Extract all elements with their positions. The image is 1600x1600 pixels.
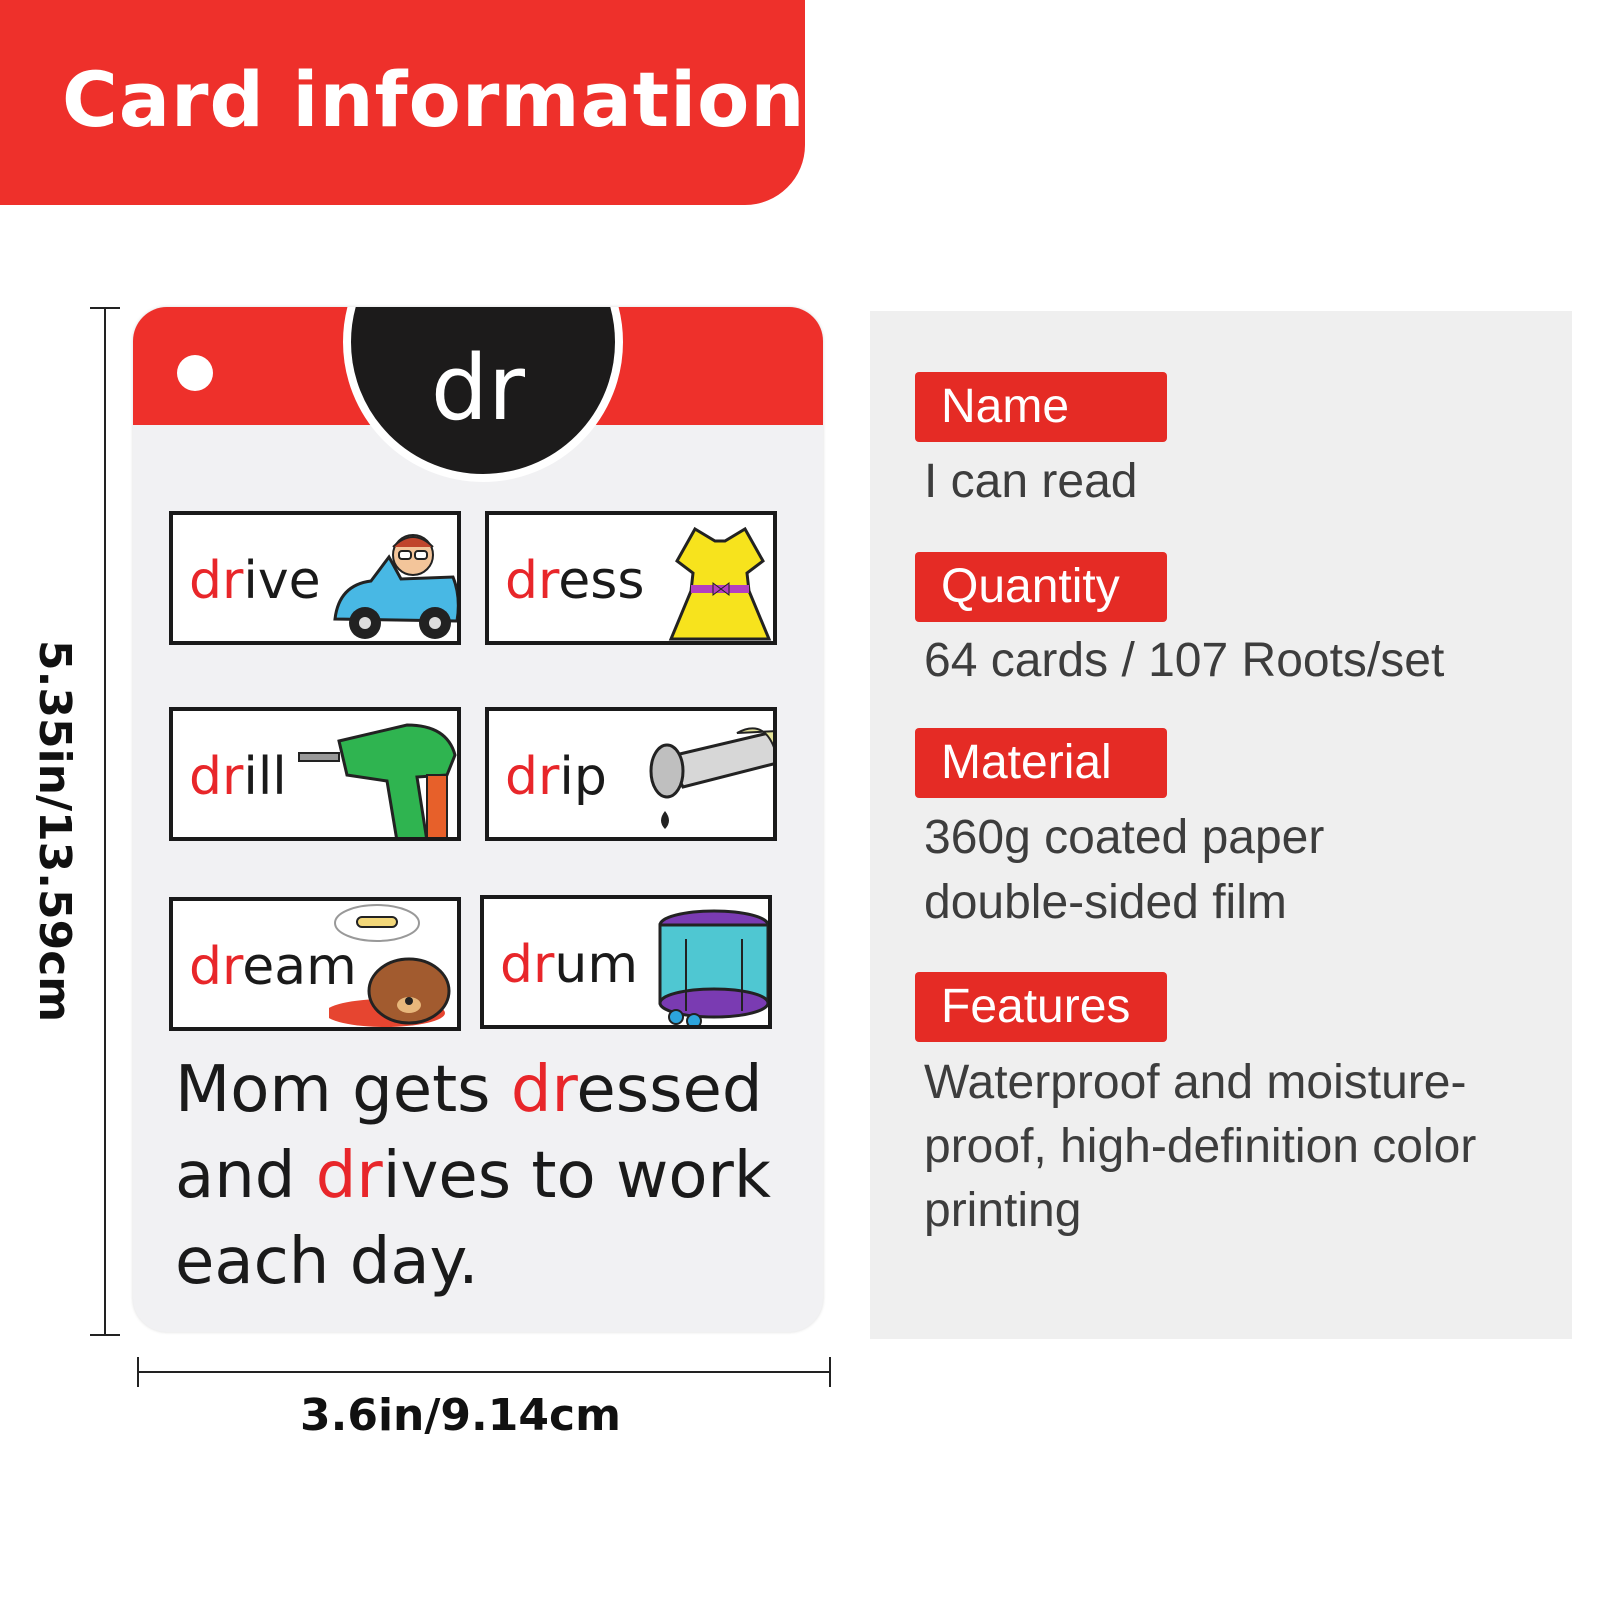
drill-icon <box>298 723 457 837</box>
name-label-badge: Name <box>915 372 1167 442</box>
drum-icon <box>658 909 768 1025</box>
word-drum: drum <box>500 935 639 995</box>
width-dimension-line <box>138 1371 830 1373</box>
sentence-line-2: and drives to work <box>175 1139 771 1213</box>
word-box-drum: drum <box>480 895 772 1029</box>
height-dimension-cap-bottom <box>90 1334 120 1336</box>
dog-dream-icon <box>329 904 451 1027</box>
material-label: Material <box>941 736 1112 789</box>
word-box-dream: dream <box>169 897 461 1031</box>
features-value-line-3: printing <box>924 1184 1082 1237</box>
word-drill: drill <box>189 747 287 807</box>
card-sentence: Mom gets dressed and drives to work each… <box>175 1047 805 1305</box>
sentence-line-1: Mom gets dressed <box>175 1053 763 1127</box>
word-drive: drive <box>189 551 321 611</box>
quantity-label: Quantity <box>941 560 1120 613</box>
quantity-label-badge: Quantity <box>915 552 1167 622</box>
dress-icon <box>668 526 772 641</box>
width-dimension-cap-right <box>829 1357 831 1387</box>
material-label-badge: Material <box>915 728 1167 798</box>
features-label: Features <box>941 980 1131 1033</box>
width-dimension-label: 3.6in/9.14cm <box>300 1390 621 1441</box>
word-box-drill: drill <box>169 707 461 841</box>
flash-card: dr drive dress drill drip <box>133 307 823 1332</box>
word-box-drip: drip <box>485 707 777 841</box>
word-drip: drip <box>505 747 607 807</box>
info-panel: Name I can read Quantity 64 cards / 107 … <box>870 311 1572 1339</box>
name-value: I can read <box>924 455 1138 508</box>
material-value-line-1: 360g coated paper <box>924 811 1325 864</box>
car-icon <box>333 534 457 639</box>
faucet-icon <box>649 727 773 829</box>
features-value-line-2: proof, high-definition color <box>924 1120 1477 1173</box>
card-blend-letters: dr <box>430 336 526 441</box>
card-ring-hole <box>177 355 213 391</box>
word-dress: dress <box>505 551 645 611</box>
header-banner: Card information <box>0 0 805 205</box>
quantity-value: 64 cards / 107 Roots/set <box>924 634 1445 687</box>
word-box-dress: dress <box>485 511 777 645</box>
page-title: Card information <box>62 55 806 144</box>
material-value-line-2: double-sided film <box>924 876 1287 929</box>
height-dimension-label: 5.35in/13.59cm <box>29 640 80 1023</box>
word-box-drive: drive <box>169 511 461 645</box>
features-value-line-1: Waterproof and moisture- <box>924 1056 1467 1109</box>
sentence-line-3: each day. <box>175 1225 479 1299</box>
word-dream: dream <box>189 937 357 997</box>
height-dimension-line <box>104 308 106 1336</box>
name-label: Name <box>941 380 1070 433</box>
features-label-badge: Features <box>915 972 1167 1042</box>
